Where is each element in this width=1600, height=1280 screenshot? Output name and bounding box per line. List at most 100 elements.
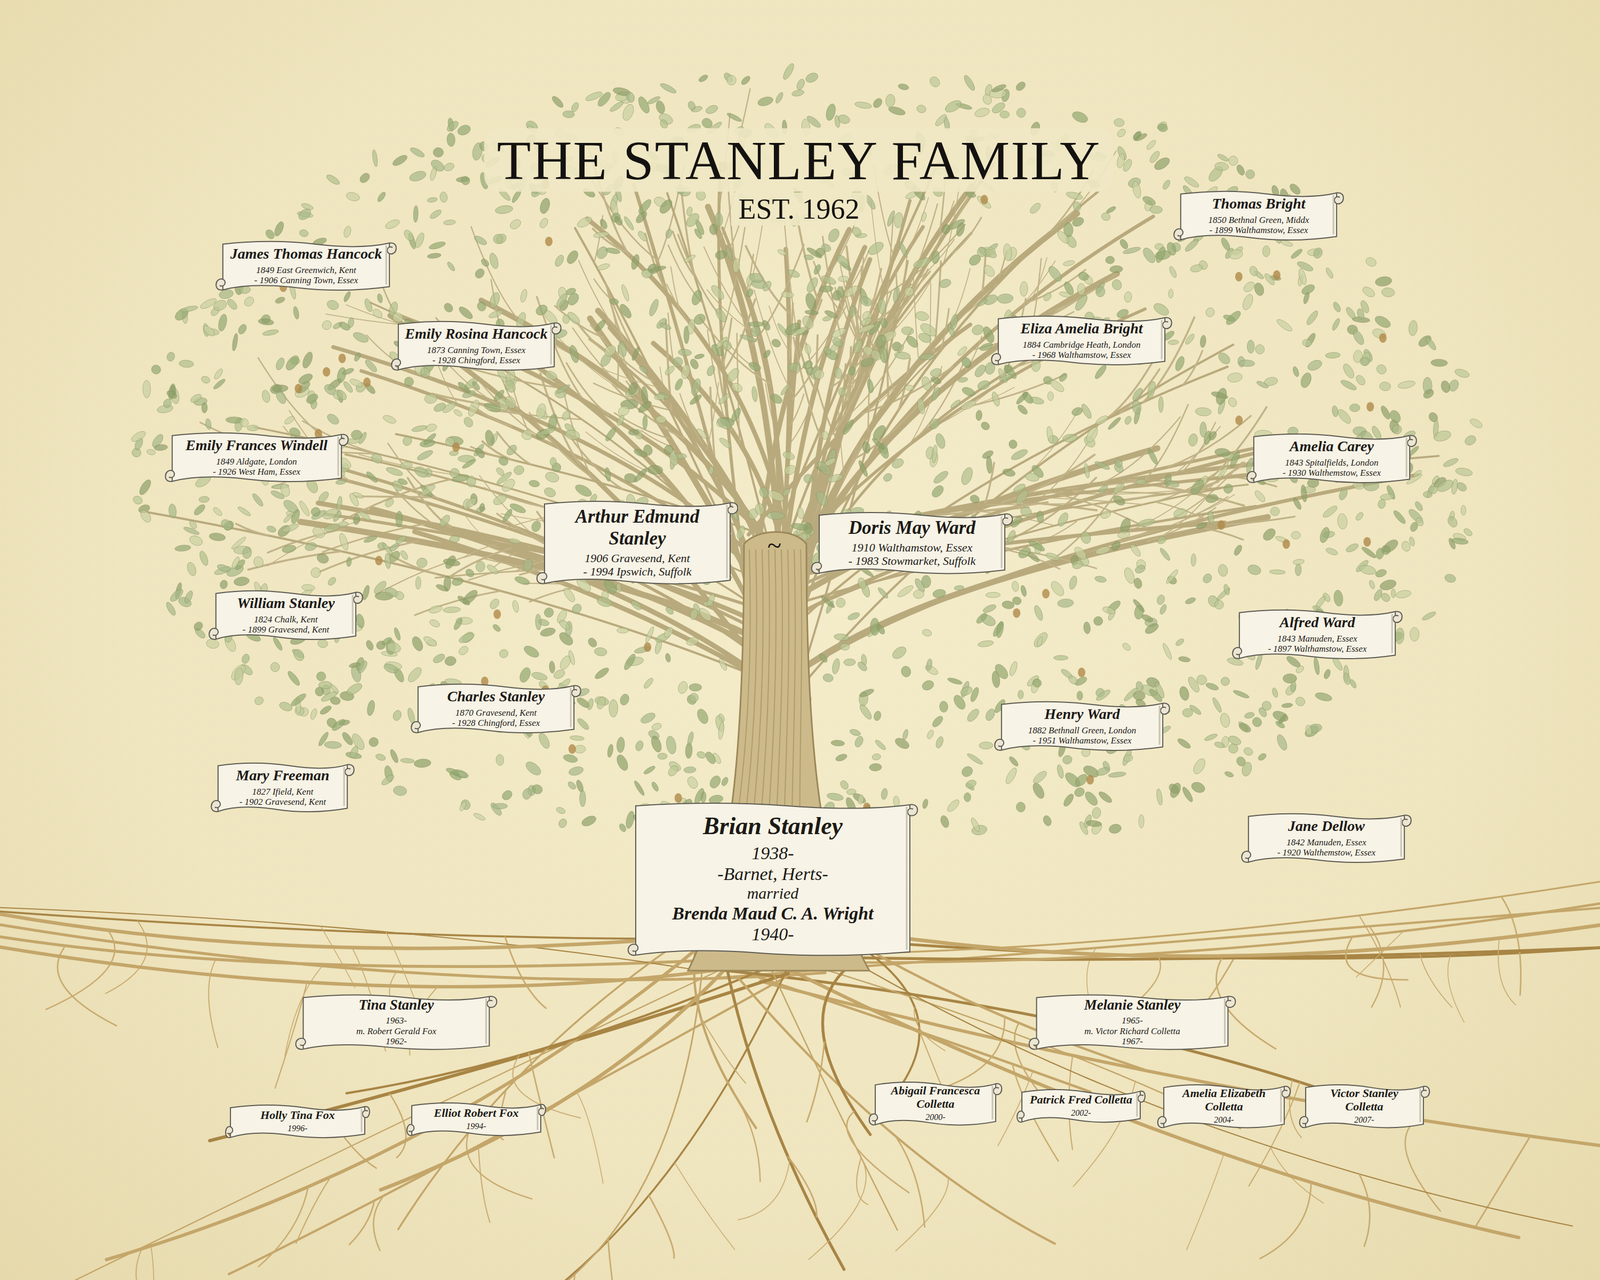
leaf — [970, 323, 986, 337]
leaf — [570, 602, 583, 616]
leaf — [485, 563, 500, 576]
leaf — [416, 448, 435, 462]
leaf — [1228, 155, 1238, 166]
leaf — [693, 353, 705, 360]
leaf — [1084, 425, 1100, 445]
leaf — [920, 678, 935, 693]
leaf — [1224, 770, 1235, 779]
twig — [617, 345, 619, 384]
twig — [706, 382, 719, 450]
leaf — [231, 332, 239, 351]
leaf — [1031, 677, 1043, 689]
leaf — [781, 450, 796, 462]
leaf — [1306, 357, 1324, 373]
leaf — [1373, 313, 1393, 330]
leaf — [1281, 702, 1293, 709]
root-line — [709, 928, 1519, 1238]
leaf — [1011, 580, 1020, 592]
leaf — [975, 194, 993, 211]
twig — [829, 372, 866, 437]
leaf — [1339, 378, 1358, 392]
leaf — [409, 146, 426, 159]
leaf — [802, 473, 815, 485]
leaf — [1216, 350, 1232, 367]
leaf — [459, 174, 472, 187]
leaf — [890, 644, 909, 661]
leaf — [1132, 577, 1143, 590]
leaf — [633, 447, 649, 459]
leaf — [1036, 636, 1044, 648]
twig — [1181, 422, 1216, 472]
leaf — [413, 205, 419, 223]
leaf — [930, 714, 945, 729]
leaf — [201, 402, 208, 414]
leaf — [552, 668, 567, 681]
leaf — [346, 556, 352, 567]
leaf — [1176, 737, 1192, 751]
leaf — [686, 100, 697, 112]
twig — [236, 523, 269, 536]
leaf — [795, 77, 806, 92]
leaf — [874, 738, 887, 751]
leaf — [1325, 352, 1341, 359]
leaf — [680, 363, 692, 380]
leaf — [668, 451, 680, 467]
leaf — [1145, 138, 1158, 151]
leaf — [538, 196, 552, 215]
leaf — [657, 753, 668, 760]
leaf — [548, 660, 556, 674]
leaf — [443, 219, 456, 226]
leaf — [689, 683, 702, 692]
leaf — [395, 510, 403, 527]
leaf — [831, 658, 842, 675]
leaf — [985, 592, 1001, 598]
leaf — [325, 412, 341, 427]
leaf — [617, 627, 629, 634]
leaf — [951, 693, 968, 712]
leaf — [1271, 709, 1290, 724]
leaf — [904, 333, 920, 350]
leaf — [892, 795, 900, 807]
leaf — [748, 321, 764, 327]
leaf — [225, 297, 239, 312]
leaf — [475, 560, 486, 573]
rootlet — [649, 1195, 675, 1260]
leaf — [902, 285, 916, 299]
leaf — [1072, 201, 1082, 212]
leaf — [1221, 482, 1235, 495]
leaf — [1002, 243, 1013, 262]
leaf — [530, 783, 544, 796]
leaf — [928, 74, 942, 89]
leaf — [714, 249, 728, 261]
leaf — [990, 390, 1001, 407]
leaf — [1440, 379, 1452, 394]
leaf — [949, 313, 959, 331]
leaf — [138, 508, 153, 524]
leaf — [470, 380, 482, 392]
leaf — [1005, 529, 1018, 544]
leaf — [615, 414, 626, 427]
leaf — [803, 522, 814, 535]
leaf — [269, 661, 281, 673]
leaf — [1226, 396, 1239, 409]
leaf — [1078, 530, 1093, 546]
leaf — [836, 285, 845, 299]
leaf — [1200, 421, 1207, 438]
leaf — [603, 426, 618, 443]
leaf — [618, 302, 634, 320]
leaf — [673, 377, 685, 392]
leaf — [931, 250, 941, 264]
leaf — [1232, 689, 1251, 700]
twig — [1098, 494, 1159, 504]
leaf — [1300, 282, 1317, 297]
leaf — [705, 364, 717, 378]
leaf — [1057, 598, 1074, 608]
leaf — [442, 606, 461, 613]
leaf — [246, 425, 259, 431]
leaf — [966, 752, 984, 766]
leaf — [428, 208, 443, 220]
leaf — [1092, 615, 1104, 628]
leaf — [335, 479, 347, 486]
leaf — [1157, 123, 1169, 133]
leaf — [686, 318, 696, 335]
